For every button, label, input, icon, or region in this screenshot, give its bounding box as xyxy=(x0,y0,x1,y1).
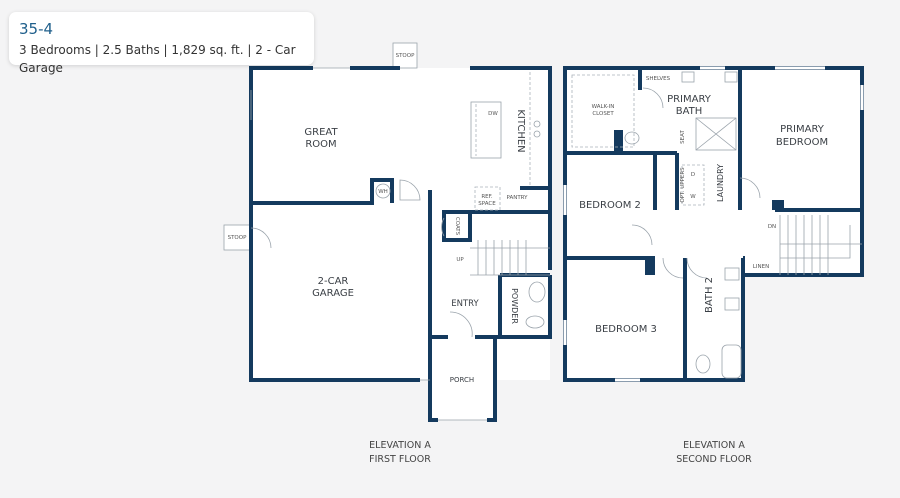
laundry-label: LAUNDRY xyxy=(716,164,725,202)
first-floor-caption: ELEVATION A xyxy=(369,440,431,451)
pantry-label: PANTRY xyxy=(506,195,528,201)
washer-label: W xyxy=(690,194,696,200)
dw-label: DW xyxy=(488,111,498,117)
porch-label: PORCH xyxy=(450,376,474,384)
plan-info-card: 35-4 3 Bedrooms | 2.5 Baths | 1,829 sq. … xyxy=(9,12,314,75)
closet-label-2: CLOSET xyxy=(592,111,614,117)
linen-label: LINEN xyxy=(753,264,769,270)
stoop-left-label: STOOP xyxy=(228,235,248,241)
shelves-label: SHELVES xyxy=(646,76,671,82)
great-room-label: GREAT xyxy=(304,127,338,138)
ref-space-label: REF. xyxy=(481,194,493,200)
stairs-down-label: DN xyxy=(768,224,776,230)
garage-label-2: GARAGE xyxy=(312,288,354,299)
ref-space-label-2: SPACE xyxy=(478,201,496,207)
primary-bath-label: PRIMARY xyxy=(667,94,712,105)
stairs-up-label: UP xyxy=(456,257,464,263)
coats-label: COATS xyxy=(454,217,460,236)
bedroom-3-label: BEDROOM 3 xyxy=(595,324,657,335)
seat-label: SEAT xyxy=(680,130,686,144)
primary-bedroom-label-2: BEDROOM xyxy=(776,137,828,148)
first-floor-plan: GREAT ROOM KITCHEN 2-CAR GARAGE ENTRY PO… xyxy=(223,42,552,465)
wh-label: WH xyxy=(378,189,388,195)
second-floor-plan: PRIMARY BATH PRIMARY BEDROOM WALK-IN CLO… xyxy=(563,66,864,465)
bath-2-label: BATH 2 xyxy=(704,277,715,313)
primary-bedroom-label: PRIMARY xyxy=(780,124,825,135)
second-floor-caption: ELEVATION A xyxy=(683,440,745,451)
first-floor-caption-2: FIRST FLOOR xyxy=(369,454,431,465)
entry-label: ENTRY xyxy=(451,299,479,309)
closet-label: WALK-IN xyxy=(592,104,615,110)
plan-summary: 3 Bedrooms | 2.5 Baths | 1,829 sq. ft. |… xyxy=(19,43,296,75)
second-floor-caption-2: SECOND FLOOR xyxy=(676,454,752,465)
garage-label: 2-CAR xyxy=(318,276,349,287)
dryer-label: D xyxy=(691,172,695,178)
powder-label: POWDER xyxy=(510,288,519,324)
opt-uppers-label: OPT. UPPERS xyxy=(680,167,686,203)
stoop-top xyxy=(392,42,418,69)
stoop-top-label: STOOP xyxy=(396,53,416,59)
plan-name: 35-4 xyxy=(19,20,54,38)
primary-bath-label-2: BATH xyxy=(676,106,703,117)
great-room-label-2: ROOM xyxy=(305,139,336,150)
bedroom-2-label: BEDROOM 2 xyxy=(579,200,641,211)
kitchen-label: KITCHEN xyxy=(515,109,526,152)
